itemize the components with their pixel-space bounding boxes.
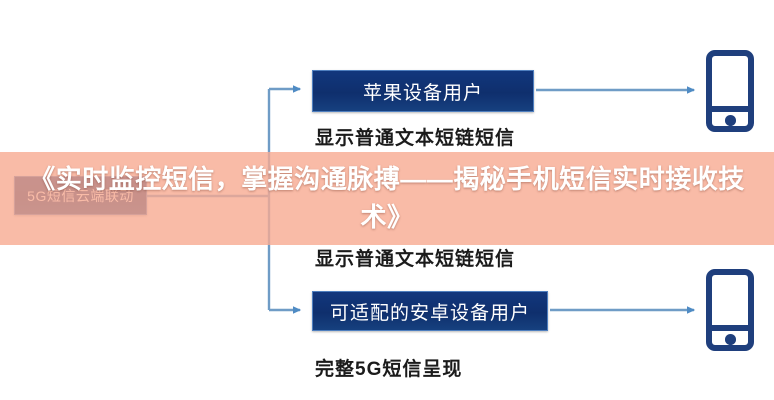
caption-android-branch: 完整5G短信呈现	[315, 359, 463, 380]
smartphone-icon-top	[706, 50, 754, 132]
node-apple-device-users[interactable]: 苹果设备用户	[312, 70, 534, 112]
overlay-title-text: 《实时监控短信，掌握沟通脉搏——揭秘手机短信实时接收技术》	[29, 164, 745, 232]
caption-middle: 显示普通文本短链短信	[315, 249, 516, 270]
node-apple-label: 苹果设备用户	[362, 82, 483, 104]
phone-home-button	[724, 115, 736, 126]
phone-screen	[712, 279, 748, 332]
phone-screen	[712, 60, 748, 113]
overlay-banner-band	[0, 152, 774, 245]
caption-apple-branch: 显示普通文本短链短信	[315, 128, 516, 149]
smartphone-icon-bottom	[706, 269, 754, 351]
phone-home-button	[724, 334, 736, 345]
node-android-device-users[interactable]: 可适配的安卓设备用户	[312, 291, 548, 331]
node-android-label: 可适配的安卓设备用户	[329, 302, 530, 324]
